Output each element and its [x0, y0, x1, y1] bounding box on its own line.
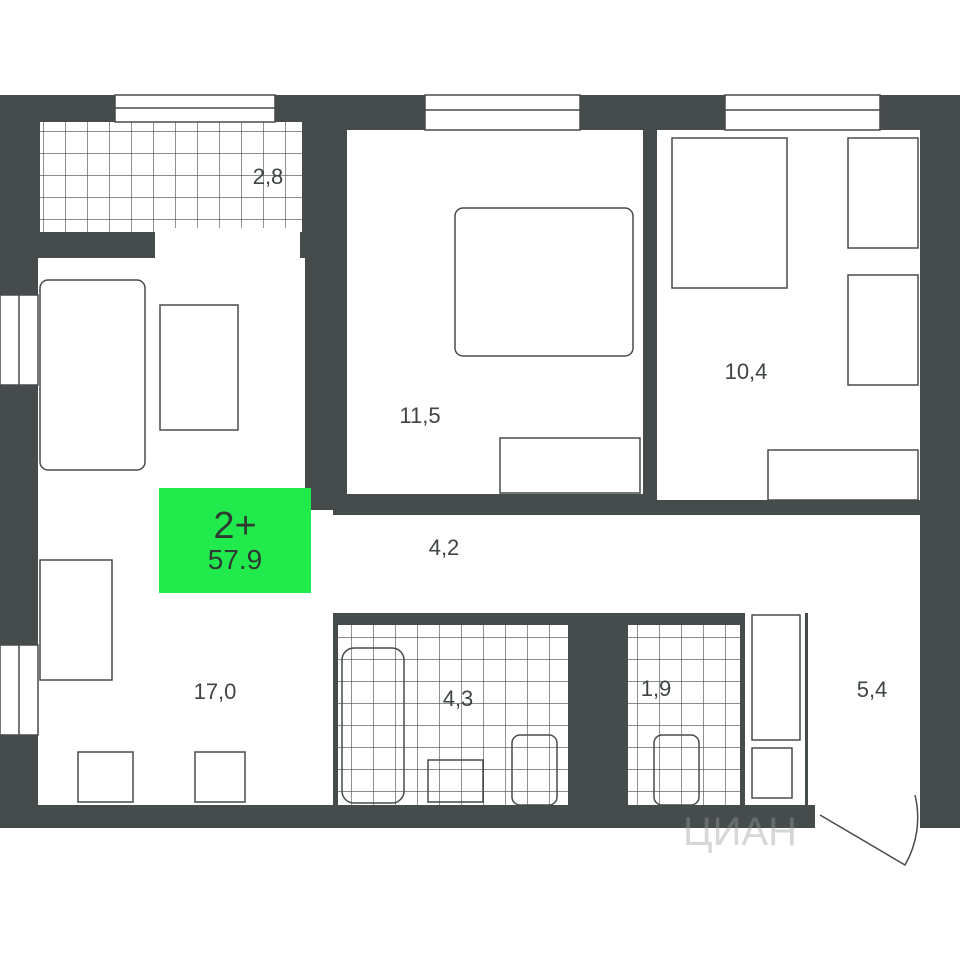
area-balcony: 2,8	[252, 164, 284, 189]
area-entrance: 5,4	[856, 677, 888, 702]
windows	[0, 94, 881, 736]
bathroom	[338, 625, 568, 805]
rooms-count: 2+	[213, 504, 257, 547]
area-toilet: 1,9	[640, 676, 672, 701]
area-bedroom: 11,5	[399, 403, 441, 428]
total-area: 57.9	[207, 543, 263, 575]
area-hallway: 4,2	[428, 535, 460, 560]
toilet	[628, 625, 740, 805]
area-kids-room: 10,4	[724, 359, 768, 384]
bedroom	[347, 130, 643, 494]
area-living-kitchen: 17,0	[193, 679, 237, 704]
area-bathroom: 4,3	[442, 686, 474, 711]
balcony	[40, 122, 302, 232]
watermark-logo: ЦИАН	[683, 810, 797, 854]
furniture	[39, 137, 919, 806]
entrance	[808, 515, 920, 805]
apartment-badge: 2+ 57.9	[159, 488, 311, 593]
kids-room	[657, 130, 920, 500]
entrance-door	[819, 794, 919, 867]
